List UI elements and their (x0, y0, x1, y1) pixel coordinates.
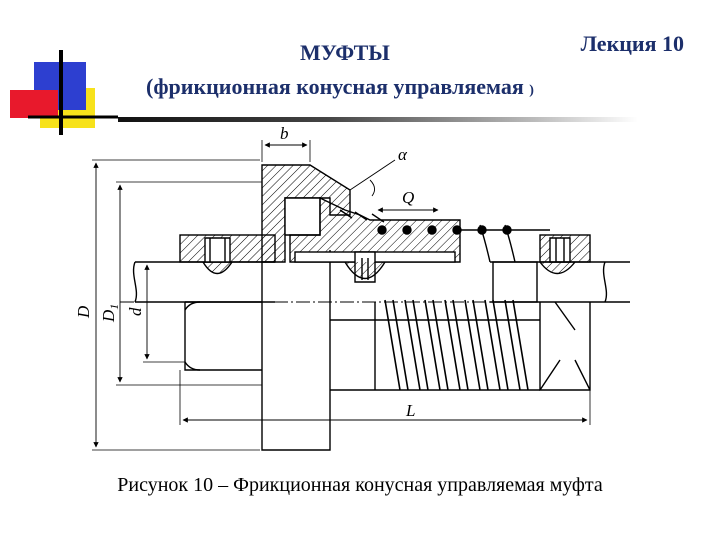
label-D1-sub: 1 (107, 304, 121, 310)
label-alpha: α (398, 145, 408, 164)
label-d: d (126, 307, 145, 316)
left-hub-groove (202, 261, 233, 275)
subtitle-close: ) (529, 83, 534, 98)
lower-right-end (539, 301, 591, 391)
cone-teeth (339, 209, 385, 223)
left-shaft-break (132, 261, 138, 303)
page-title: МУФТЫ (300, 40, 390, 65)
label-b: b (280, 125, 289, 143)
spring-lower-coils (384, 299, 529, 391)
label-D: D (74, 305, 93, 319)
right-shaft-break (602, 261, 608, 303)
label-D1-main: D (99, 309, 118, 323)
body-lower (261, 302, 331, 451)
lower-sleeve (330, 302, 540, 391)
label-Q: Q (402, 188, 414, 207)
right-hub-groove (539, 261, 576, 275)
figure-caption: Рисунок 10 – Фрикционная конусная управл… (117, 474, 603, 496)
label-D1: D1 (99, 304, 121, 323)
right-setscrew (549, 237, 571, 263)
spring-top-line (460, 224, 550, 263)
inner-cone (289, 196, 461, 263)
subtitle-text: (фрикционная конусная управляемая (146, 74, 524, 99)
left-shaft (135, 261, 275, 303)
label-L: L (405, 401, 415, 420)
left-setscrew (204, 237, 231, 263)
drawing-geometry (92, 140, 630, 451)
page-subtitle: (фрикционная конусная управляемая ) (146, 74, 534, 100)
dim-alpha-line (349, 159, 396, 197)
clutch-drawing: b α Q L D D1 d (74, 125, 630, 451)
lower-left-shaft (184, 301, 262, 371)
outer-cone-inner (284, 197, 321, 236)
lecture-number: Лекция 10 (580, 31, 684, 56)
decorative-logo (10, 50, 118, 135)
right-shaft-block (492, 261, 538, 303)
logo-red-square (10, 90, 58, 118)
title-underline (118, 117, 638, 122)
center-screw-groove (344, 261, 386, 279)
